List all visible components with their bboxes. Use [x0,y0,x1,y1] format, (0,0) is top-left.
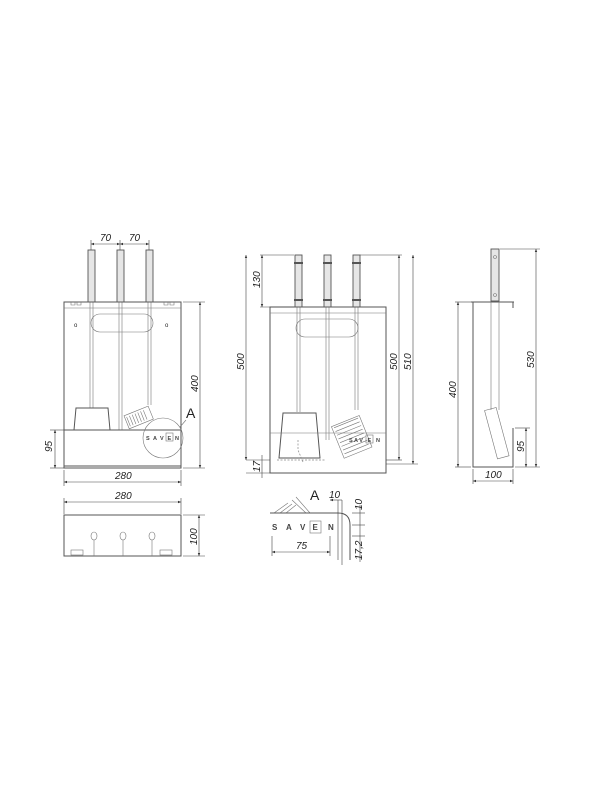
svg-text:S: S [146,436,150,442]
svg-text:100: 100 [485,470,502,481]
detail-a-label: A [186,405,196,421]
svg-text:17: 17 [252,460,263,472]
svg-text:10: 10 [354,498,365,510]
svg-text:A: A [310,487,320,503]
svg-text:N: N [175,436,179,442]
svg-text:130: 130 [252,271,263,288]
detail-a-circle [142,417,184,459]
svg-text:S: S [272,523,278,532]
svg-text:100: 100 [189,528,200,545]
svg-text:A: A [153,436,157,442]
svg-text:E: E [313,523,319,532]
svg-text:N: N [328,523,334,532]
svg-text:75: 75 [296,541,308,552]
svg-text:17,2: 17,2 [354,540,365,560]
front-view: o o S A V E N A 70 70 [44,233,205,486]
handle-right [145,249,154,303]
detail-a-view: A S A V E N 10 10 17,2 75 [270,487,365,565]
svg-text:A: A [286,523,292,532]
svg-text:70: 70 [129,233,141,244]
svg-text:280: 280 [114,491,132,502]
side-view: 530 400 95 100 [448,248,540,484]
svg-text:E: E [368,438,372,444]
svg-text:V: V [160,436,164,442]
handle-left [87,249,96,303]
svg-text:400: 400 [448,381,459,398]
svg-text:70: 70 [100,233,112,244]
detail-logo: S A V E N [272,520,334,534]
top-view: 280 100 [63,491,205,557]
svg-text:S A V: S A V [349,438,363,444]
svg-text:E: E [168,436,172,442]
svg-text:500: 500 [389,353,400,370]
back-view: S A V E N 130 500 17 500 510 [236,254,418,478]
svg-text:10: 10 [329,490,341,501]
svg-text:95: 95 [44,440,55,452]
svg-text:400: 400 [190,375,201,392]
handle-center [116,249,125,303]
svg-text:N: N [376,438,380,444]
svg-text:o: o [165,323,169,329]
svg-text:95: 95 [516,440,527,452]
svg-text:500: 500 [236,353,247,370]
svg-text:o: o [74,323,78,329]
svg-text:280: 280 [114,471,132,482]
brand-logo: S A V E N [146,432,179,442]
svg-text:530: 530 [526,351,537,368]
svg-text:510: 510 [403,353,414,370]
svg-text:V: V [300,523,306,532]
